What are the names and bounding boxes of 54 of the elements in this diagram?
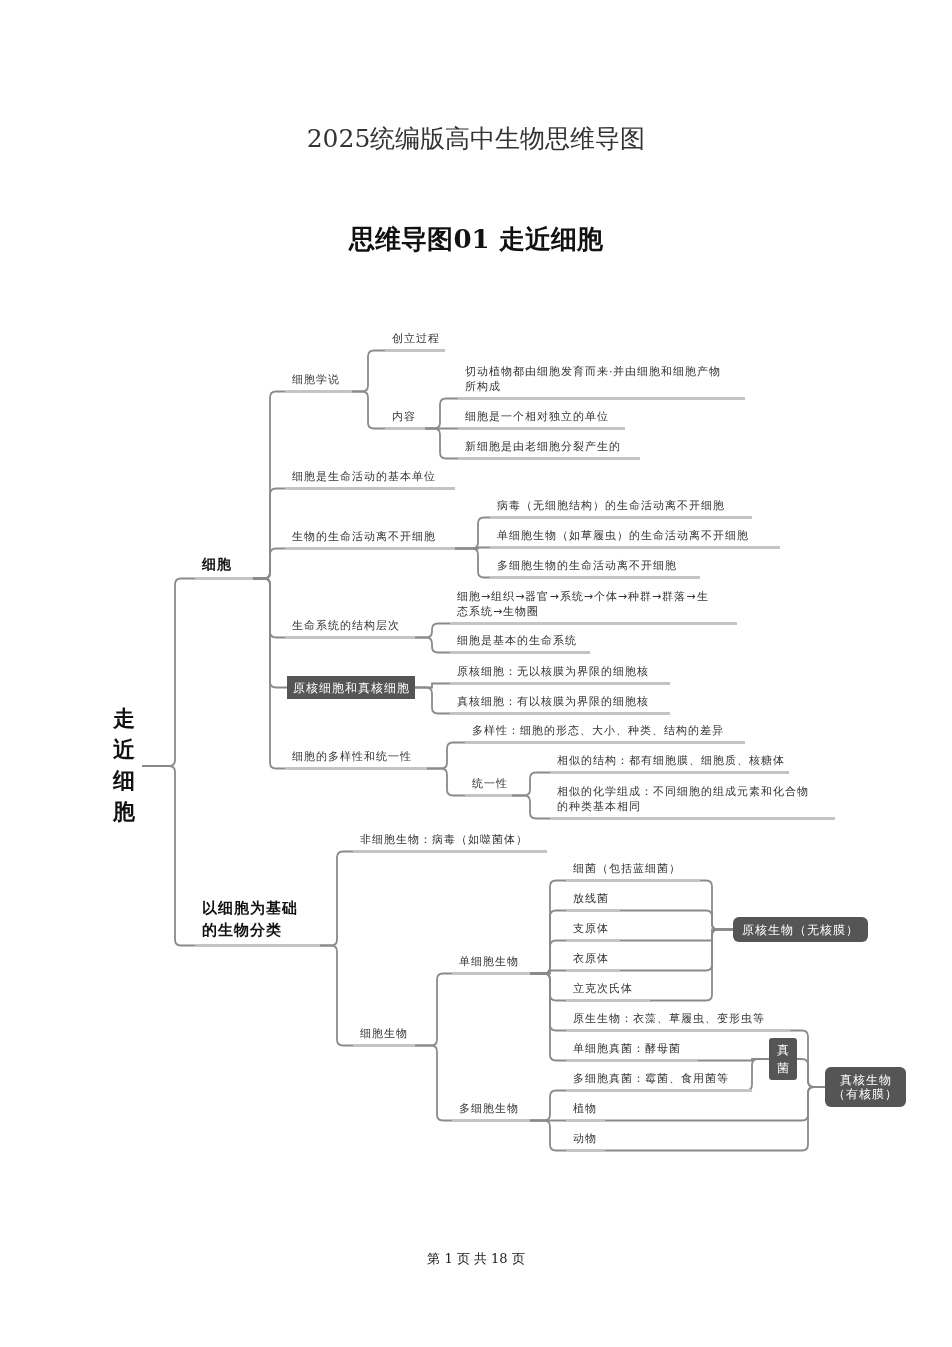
- underlined-topic: 病毒（无细胞结构）的生命活动离不开细胞: [490, 496, 752, 519]
- underlined-topic: 多细胞真菌：霉菌、食用菌等: [566, 1069, 752, 1092]
- bracket-connector: [511, 794, 551, 820]
- bracket-connector: [414, 636, 451, 654]
- underlined-topic: 以细胞为基础的生物分类: [195, 895, 320, 947]
- underlined-topic: 植物: [566, 1099, 605, 1122]
- highlighted-topic-box: 原核生物（无核膜）: [733, 917, 868, 942]
- underlined-topic: 细菌（包括蓝细菌）: [566, 859, 700, 882]
- bracket-connector: [414, 1044, 453, 1122]
- underlined-topic: 生物的生命活动离不开细胞: [285, 527, 455, 550]
- underlined-topic: 原核细胞：无以核膜为界限的细胞核: [450, 662, 670, 685]
- underlined-topic: 非细胞生物：病毒（如噬菌体）: [353, 830, 547, 853]
- page-number: 第 1 页 共 18 页: [426, 1250, 526, 1268]
- bracket-connector: [414, 686, 451, 715]
- underlined-topic: 支原体: [566, 919, 620, 942]
- underlined-topic: 创立过程: [385, 329, 445, 352]
- central-topic: 走近细胞: [106, 703, 142, 829]
- bracket-connector: [604, 1086, 826, 1152]
- underlined-topic: 细胞→组织→器官→系统→个体→种群→群落→生态系统→生物圈: [450, 587, 737, 625]
- underlined-topic: 细胞生物: [353, 1024, 415, 1047]
- underlined-topic: 真核细胞：有以核膜为界限的细胞核: [450, 692, 670, 715]
- highlighted-topic-box: 真核生物（有核膜）: [825, 1067, 906, 1107]
- underlined-topic: 新细胞是由老细胞分裂产生的: [458, 437, 640, 460]
- underlined-topic: 多细胞生物的生命活动离不开细胞: [490, 556, 700, 579]
- underlined-topic: 内容: [385, 407, 425, 430]
- underlined-topic: 相似的化学组成：不同细胞的组成元素和化合物的种类基本相同: [550, 782, 835, 820]
- underlined-topic: 细胞学说: [285, 370, 352, 393]
- underlined-topic: 动物: [566, 1129, 605, 1152]
- highlighted-topic-box: 真菌: [769, 1038, 797, 1080]
- underlined-topic: 细胞的多样性和统一性: [285, 747, 427, 770]
- underlined-topic: 多样性：细胞的形态、大小、种类、结构的差异: [465, 721, 745, 744]
- underlined-topic: 单细胞生物（如草履虫）的生命活动离不开细胞: [490, 526, 780, 549]
- underlined-topic: 立克次氏体: [566, 979, 650, 1002]
- underlined-topic: 放线菌: [566, 889, 620, 912]
- underlined-topic: 单细胞生物: [452, 952, 530, 975]
- underlined-topic: 细胞是基本的生命系统: [450, 631, 590, 654]
- underlined-topic: 单细胞真菌：酵母菌: [566, 1039, 698, 1062]
- underlined-topic: 原生生物：衣藻、草履虫、变形虫等: [566, 1009, 790, 1032]
- underlined-topic: 衣原体: [566, 949, 620, 972]
- underlined-topic: 细胞: [195, 552, 253, 580]
- underlined-topic: 统一性: [465, 774, 512, 797]
- highlighted-topic-box: 原核细胞和真核细胞: [287, 676, 415, 699]
- underlined-topic: 细胞是生命活动的基本单位: [285, 467, 455, 490]
- bracket-connector: [649, 928, 734, 1002]
- bracket-connector: [454, 547, 491, 579]
- bracket-connector: [252, 577, 286, 770]
- bracket-connector: [141, 765, 196, 947]
- underlined-topic: 生命系统的结构层次: [285, 616, 415, 639]
- page-title: 2025统编版高中生物思维导图: [305, 123, 647, 155]
- section-heading: 思维导图01 走近细胞: [347, 223, 604, 256]
- underlined-topic: 相似的结构：都有细胞膜、细胞质、核糖体: [550, 751, 789, 774]
- underlined-topic: 多细胞生物: [452, 1099, 530, 1122]
- underlined-topic: 切动植物都由细胞发育而来·并由细胞和细胞产物所构成: [458, 362, 745, 400]
- underlined-topic: 细胞是一个相对独立的单位: [458, 407, 625, 430]
